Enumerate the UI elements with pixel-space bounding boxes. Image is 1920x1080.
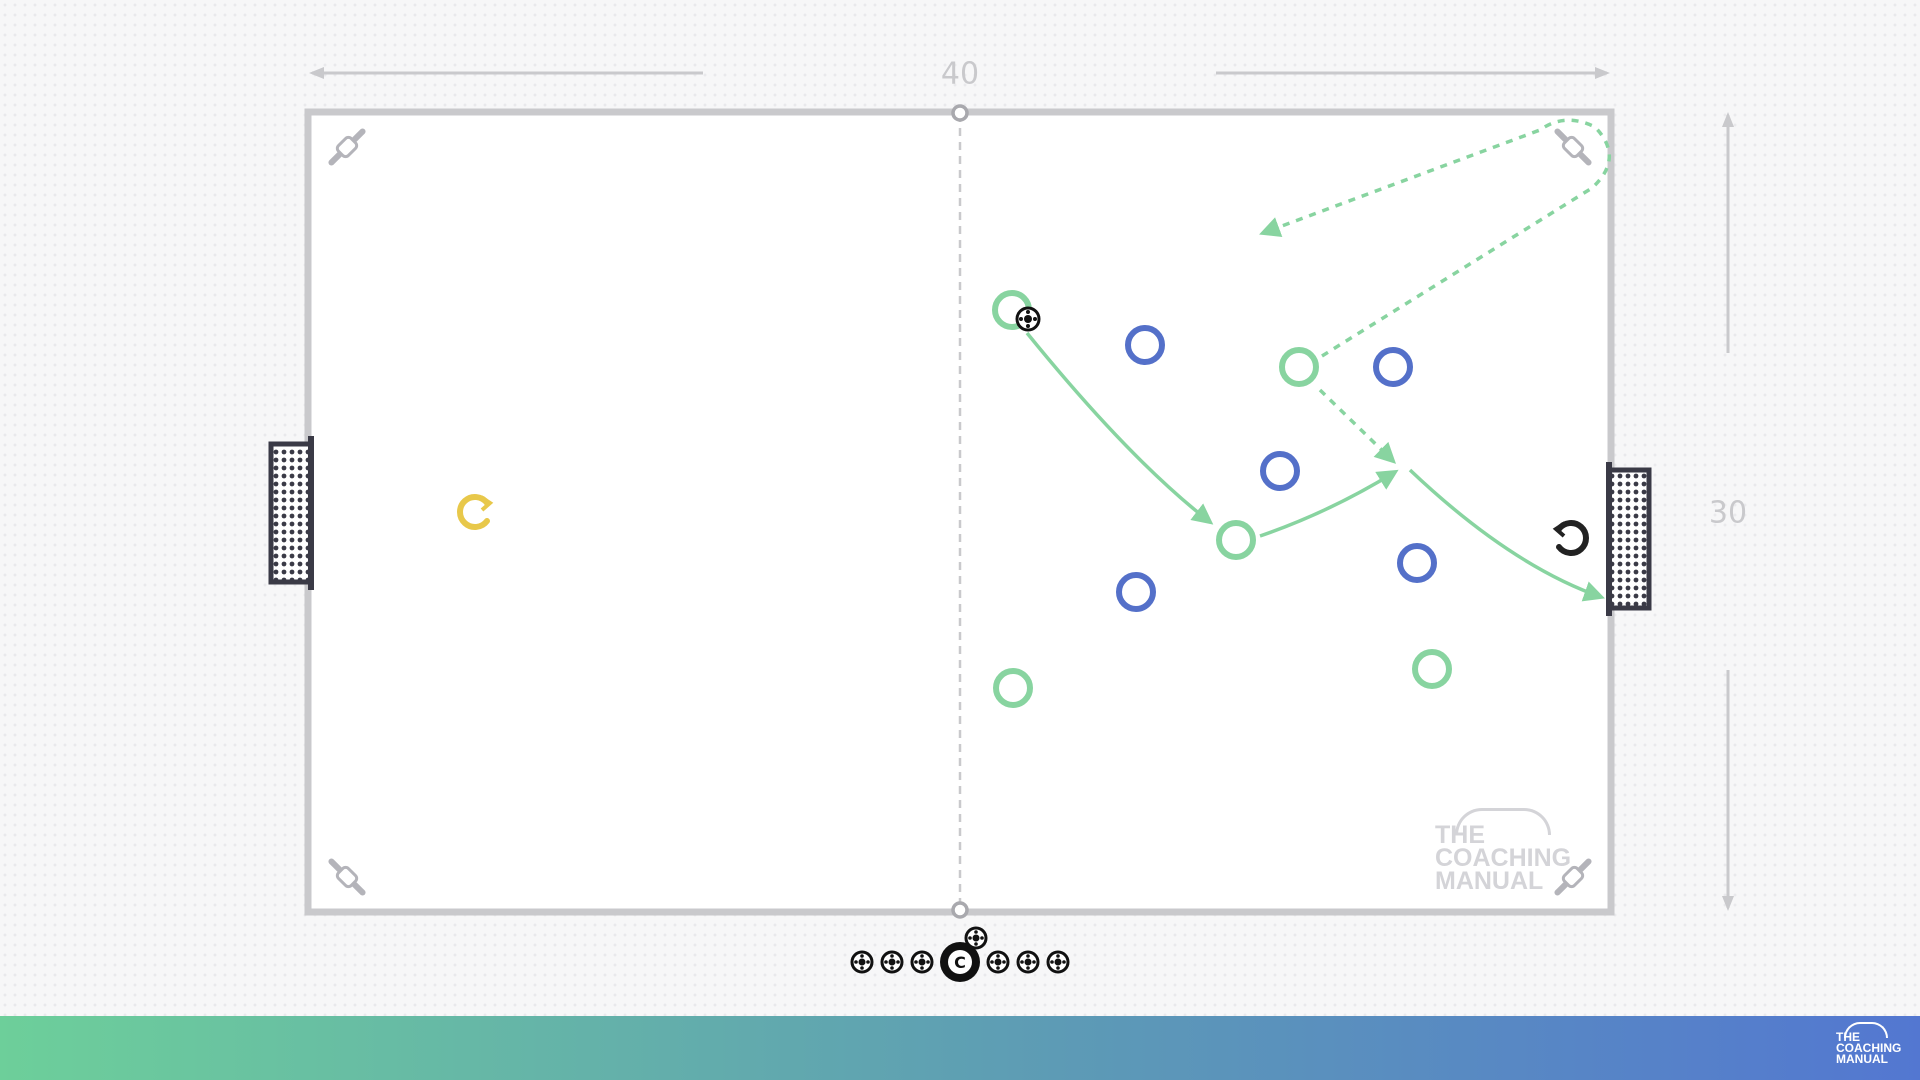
shot-line (1408, 468, 1605, 602)
pass-line (1025, 331, 1214, 525)
blue-player (1260, 451, 1300, 491)
ball-icon (1046, 950, 1070, 974)
halfway-marker-bottom (951, 901, 969, 919)
pitch-width-label: 40 (940, 56, 980, 92)
goalkeeper-black (1552, 520, 1589, 556)
footer-logo-line2: COACHING (1836, 1041, 1902, 1055)
footer-logo: THE COACHING MANUAL (1830, 1022, 1910, 1074)
footer-logo-line1: THE (1836, 1030, 1860, 1044)
blue-player (1125, 325, 1165, 365)
run-line (1318, 388, 1397, 464)
blue-player (1116, 572, 1156, 612)
ball-supply (850, 926, 1070, 974)
watermark-line3: MANUAL (1435, 867, 1544, 895)
pass-line (1259, 469, 1399, 538)
watermark-logo: THE COACHING MANUAL (1435, 808, 1572, 895)
ball-icon (910, 950, 934, 974)
green-player (1412, 649, 1452, 689)
ball-icon (986, 950, 1010, 974)
ball-icon (964, 926, 988, 950)
coach-label: C (954, 953, 966, 972)
footer-bar: THE COACHING MANUAL (0, 1016, 1920, 1080)
watermark-arc-icon (1455, 808, 1551, 835)
blue-player (1397, 543, 1437, 583)
left-goal (268, 436, 314, 590)
corner-flag-icon (1554, 128, 1592, 166)
ball-icon (1015, 306, 1041, 332)
pitch-height-label: 30 (1708, 495, 1748, 531)
corner-flag-icon (328, 128, 366, 166)
footer-logo-line3: MANUAL (1836, 1052, 1888, 1066)
green-player (1279, 347, 1319, 387)
ball-icon (850, 950, 874, 974)
blue-player (1373, 347, 1413, 387)
corner-flag-icon (1554, 858, 1592, 896)
halfway-marker-top (951, 104, 969, 122)
watermark-line2: COACHING (1435, 844, 1572, 872)
ball-icon (880, 950, 904, 974)
corner-flag-icon (328, 858, 366, 896)
green-player (1216, 520, 1256, 560)
green-player (993, 668, 1033, 708)
goalkeeper-yellow (457, 494, 494, 530)
ball-icon (1016, 950, 1040, 974)
right-goal (1606, 462, 1652, 616)
coach-marker: C (940, 942, 980, 982)
